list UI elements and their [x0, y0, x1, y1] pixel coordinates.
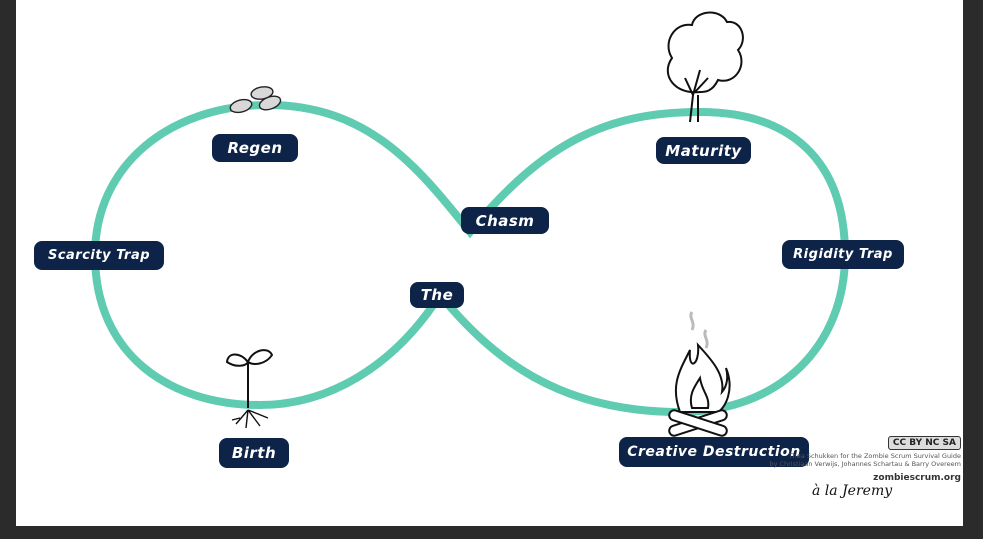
tree-icon	[666, 11, 744, 123]
label-chasm: Chasm	[461, 207, 549, 234]
sprout-icon	[225, 349, 274, 429]
credit-line-2: by Christiaan Verwijs, Johannes Schartau…	[769, 460, 961, 468]
cc-license-badge: CC BY NC SA	[887, 436, 961, 450]
label-birth: Birth	[219, 438, 289, 468]
label-the: The	[410, 282, 464, 308]
signature: à la Jeremy	[812, 483, 893, 499]
site-link[interactable]: zombiescrum.org	[873, 473, 961, 483]
credit-line-1: Thea Schukken for the Zombie Scrum Survi…	[788, 452, 961, 460]
label-maturity: Maturity	[656, 137, 751, 164]
label-creative-destruction: Creative Destruction	[619, 437, 809, 467]
campfire-icon	[668, 311, 731, 437]
label-scarcity-trap: Scarcity Trap	[34, 241, 164, 270]
label-regen: Regen	[212, 134, 298, 162]
credits-block: CC BY NC SA Thea Schukken for the Zombie…	[769, 430, 961, 483]
seeds-icon	[229, 86, 282, 114]
label-rigidity-trap: Rigidity Trap	[782, 240, 904, 269]
